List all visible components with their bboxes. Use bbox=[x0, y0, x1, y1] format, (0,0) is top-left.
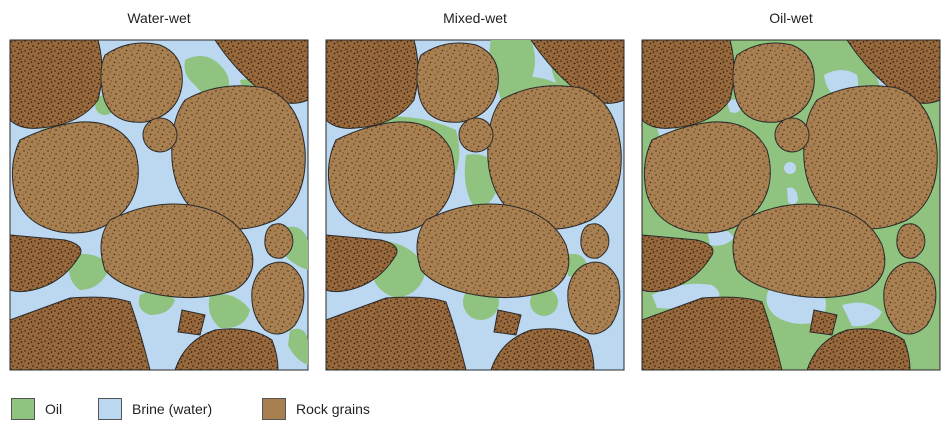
legend-item-brine: Brine (water) bbox=[98, 397, 212, 421]
pore-diagram bbox=[0, 0, 943, 390]
legend-swatch-brine bbox=[98, 398, 122, 420]
panel-oil-wet bbox=[642, 40, 940, 370]
legend-swatch-rock-grains bbox=[262, 398, 286, 420]
legend-item-rock-grains: Rock grains bbox=[262, 397, 370, 421]
legend-label-brine: Brine (water) bbox=[132, 401, 212, 417]
panel-water-wet bbox=[10, 40, 308, 370]
legend-label-rock-grains: Rock grains bbox=[296, 401, 370, 417]
panel-mixed-wet bbox=[326, 40, 624, 370]
legend-item-oil: Oil bbox=[11, 397, 62, 421]
legend-swatch-oil bbox=[11, 398, 35, 420]
legend-label-oil: Oil bbox=[45, 401, 62, 417]
